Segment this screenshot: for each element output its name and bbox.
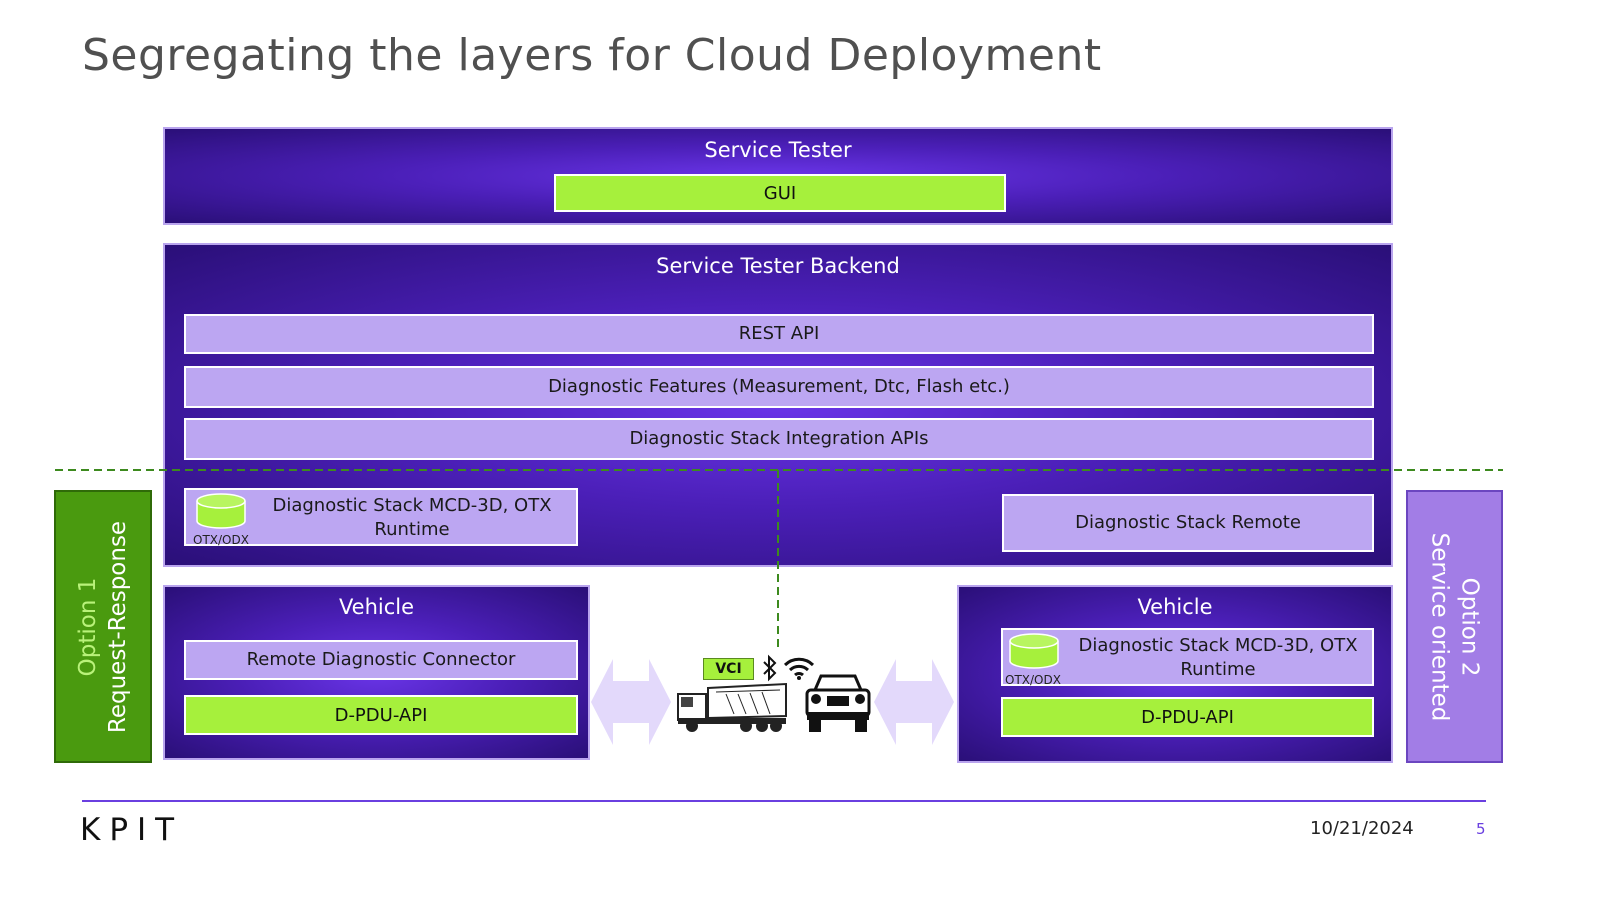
kpit-logo: KPIT [80, 812, 184, 848]
database-label: OTX/ODX [193, 533, 249, 547]
stack-vehicle-line1: Diagnostic Stack MCD-3D, OTX [1078, 635, 1358, 656]
option1-line1: Option 1 [75, 577, 102, 676]
dpdu-api-right-box: D-PDU-API [1001, 697, 1374, 737]
option2-box: Option 2 Service oriented [1406, 490, 1503, 763]
option2-line1: Option 2 [1456, 577, 1483, 676]
stack-vehicle-text: Diagnostic Stack MCD-3D, OTX Runtime [1065, 634, 1371, 682]
page-number: 5 [1476, 820, 1486, 838]
option1-label: Option 1 Request-Response [73, 520, 133, 732]
wifi-icon [783, 657, 815, 680]
database-label: OTX/ODX [1005, 673, 1061, 687]
diagnostic-stack-local-box: OTX/ODX Diagnostic Stack MCD-3D, OTX Run… [184, 488, 578, 547]
double-arrow-right [874, 659, 954, 745]
gui-box: GUI [554, 174, 1006, 212]
stack-local-line1: Diagnostic Stack MCD-3D, OTX [272, 495, 552, 516]
remote-connector-box: Remote Diagnostic Connector [184, 640, 578, 680]
rest-api-box: REST API [184, 314, 1374, 354]
dpdu-api-left-box: D-PDU-API [184, 695, 578, 735]
service-tester-backend-panel: Service Tester Backend REST API Diagnost… [163, 243, 1393, 567]
footer-date: 10/21/2024 [1310, 818, 1414, 839]
footer-divider [82, 800, 1486, 802]
option2-label: Option 2 Service oriented [1425, 532, 1485, 721]
double-arrow-left [591, 659, 671, 745]
backend-title: Service Tester Backend [656, 254, 900, 278]
vehicle-right-title: Vehicle [1137, 595, 1213, 619]
diagnostic-stack-remote-box: Diagnostic Stack Remote [1002, 494, 1374, 552]
vehicle-left-title: Vehicle [338, 595, 415, 619]
vci-box: VCI [703, 658, 754, 680]
database-icon [196, 493, 246, 529]
service-tester-panel: Service Tester GUI [163, 127, 1393, 225]
stack-local-line2: Runtime [374, 519, 450, 540]
car-icon [805, 674, 871, 732]
option1-box: Option 1 Request-Response [54, 490, 152, 763]
stack-vehicle-line2: Runtime [1180, 659, 1256, 680]
stack-integration-box: Diagnostic Stack Integration APIs [184, 418, 1374, 460]
diagnostic-features-box: Diagnostic Features (Measurement, Dtc, F… [184, 366, 1374, 408]
stack-local-text: Diagnostic Stack MCD-3D, OTX Runtime [254, 494, 570, 542]
bluetooth-icon [763, 654, 777, 682]
diagnostic-stack-vehicle-box: OTX/ODX Diagnostic Stack MCD-3D, OTX Run… [1001, 628, 1374, 687]
database-icon [1009, 633, 1059, 669]
option2-line2: Service oriented [1426, 532, 1453, 721]
vehicle-left-panel: Vehicle Remote Diagnostic Connector D-PD… [163, 585, 590, 760]
service-tester-title: Service Tester [704, 138, 852, 162]
vehicle-right-panel: Vehicle OTX/ODX Diagnostic Stack MCD-3D,… [957, 585, 1393, 763]
truck-icon [677, 682, 787, 732]
option1-line2: Request-Response [105, 520, 132, 733]
page-title: Segregating the layers for Cloud Deploym… [82, 30, 1102, 81]
